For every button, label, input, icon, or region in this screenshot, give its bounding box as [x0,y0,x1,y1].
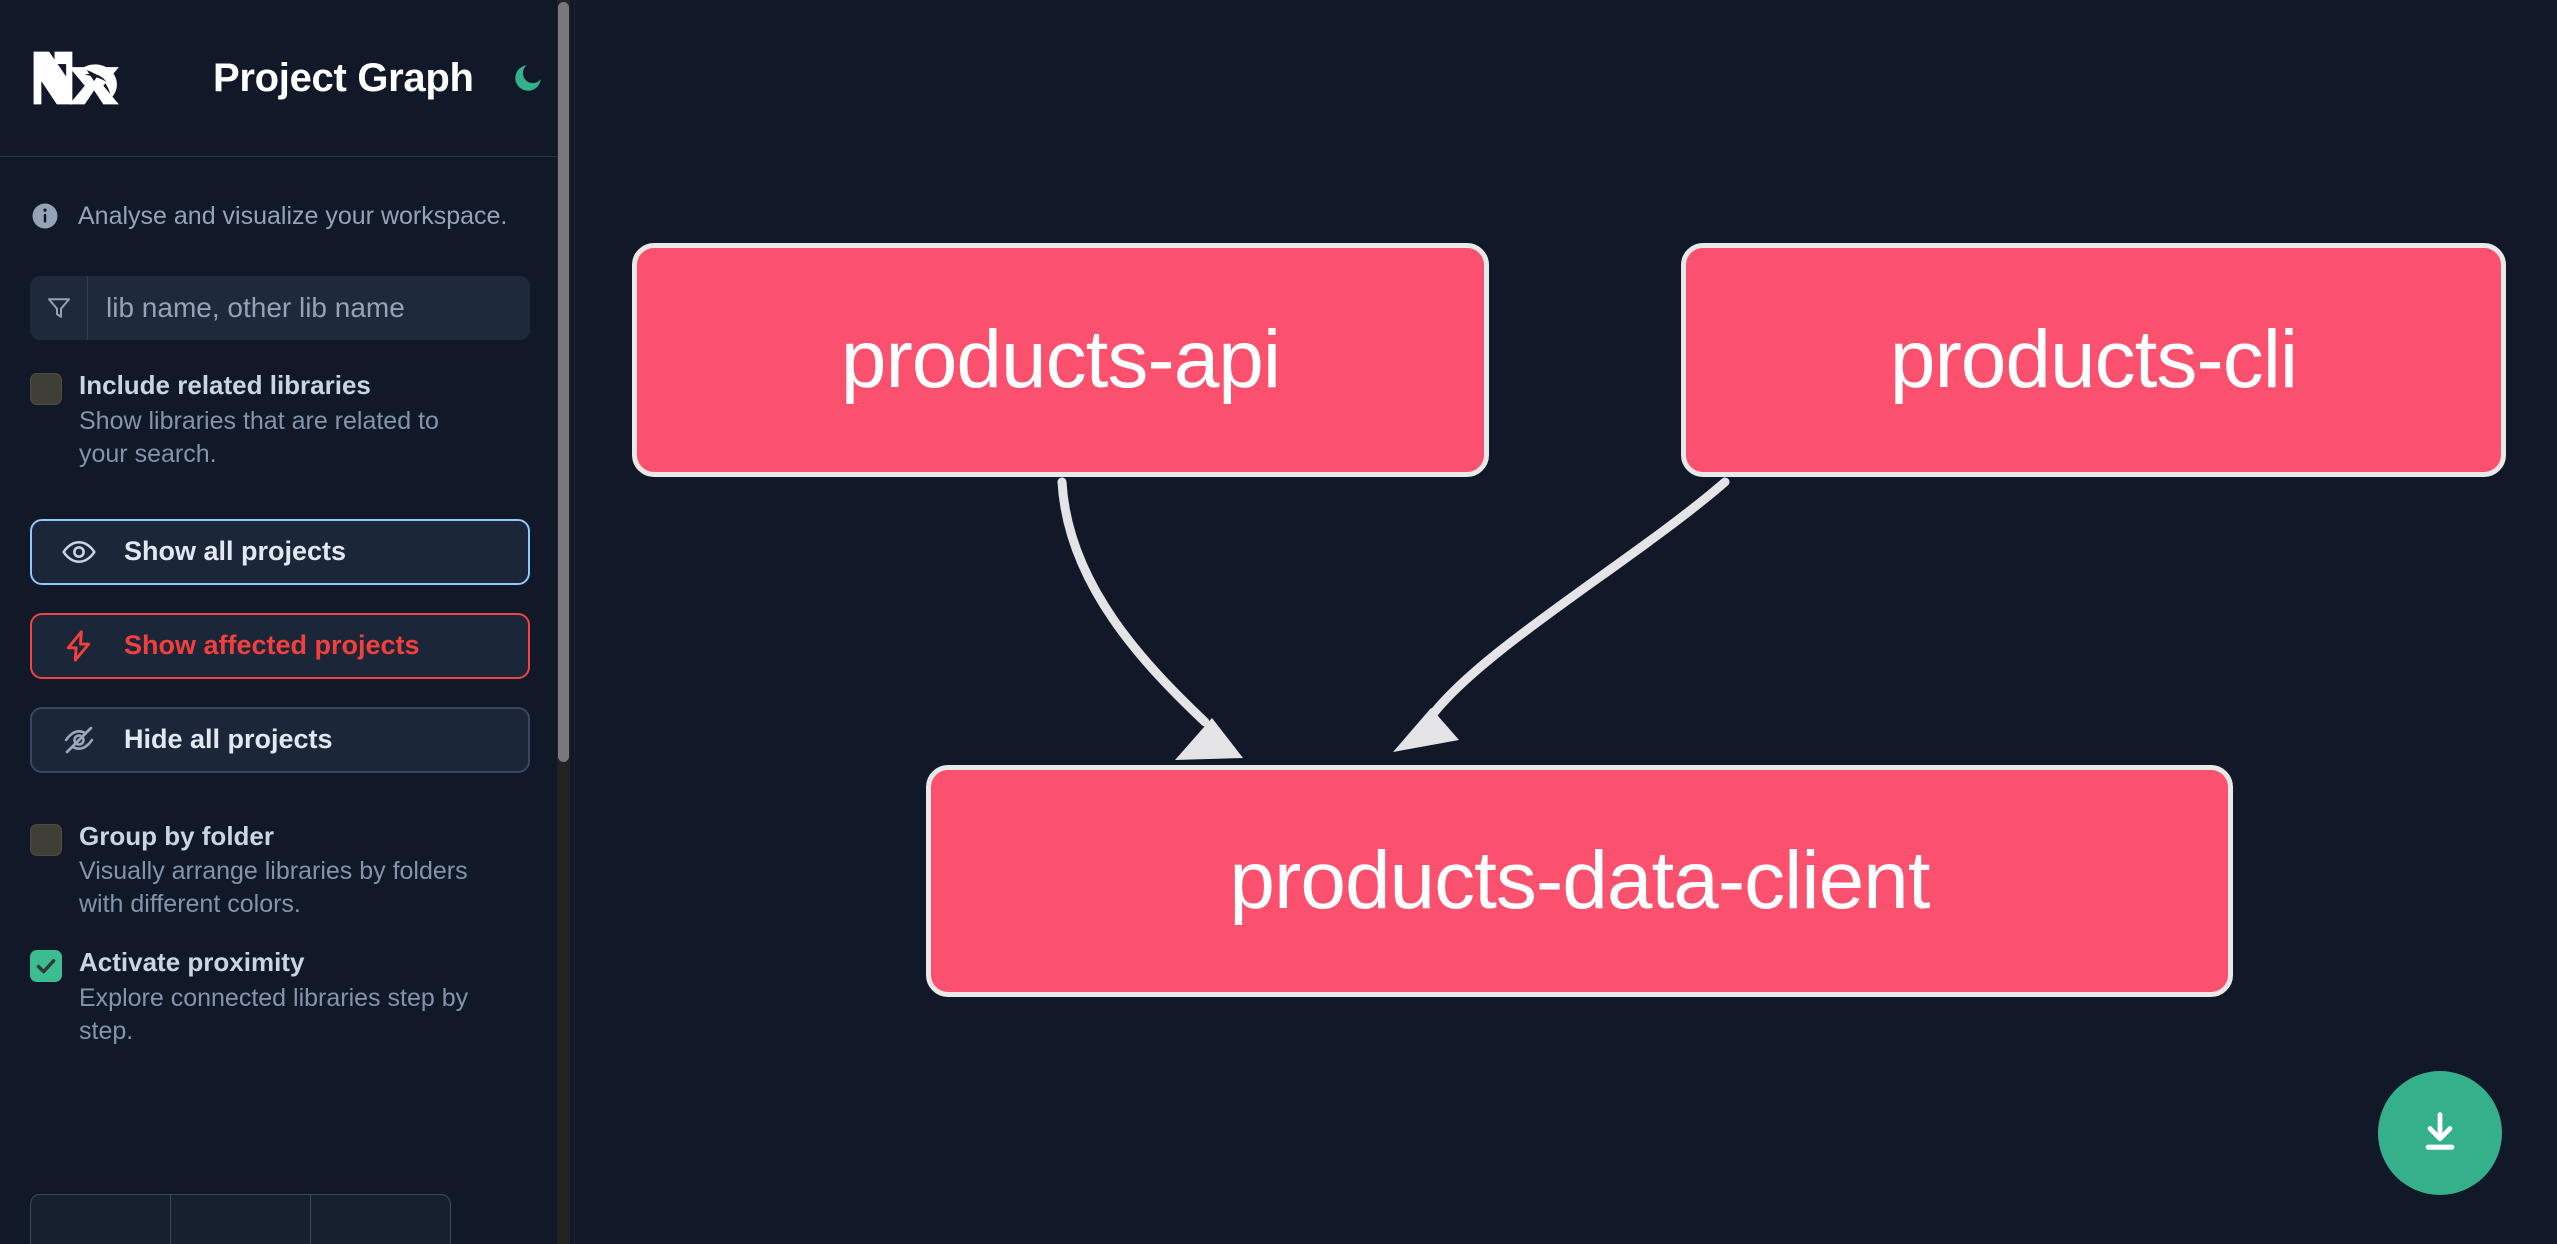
sidebar-scrollbar[interactable] [557,0,570,1244]
show-all-projects-button[interactable]: Show all projects [30,518,530,585]
hide-all-projects-button[interactable]: Hide all projects [30,706,530,773]
activate-proximity-label: Activate proximity [79,947,305,978]
edge-products-api-to-products-data-client [1057,477,1210,727]
eye-icon [60,533,98,571]
show-all-projects-label: Show all projects [124,536,347,567]
info-icon [30,201,60,231]
proximity-step-segmented-control[interactable] [30,1194,451,1244]
sidebar-note: Analyse and visualize your workspace. [0,157,560,231]
arrowhead-products-api-edge [1175,718,1243,760]
include-related-libraries-label: Include related libraries [79,370,371,400]
download-graph-button[interactable] [2378,1071,2502,1195]
lightning-bolt-icon [60,627,98,665]
graph-node-products-data-client[interactable]: products-data-client [926,765,2233,997]
page-title: Project Graph [213,55,474,100]
segment-option-3[interactable] [311,1195,450,1244]
group-by-folder-label: Group by folder [79,820,274,851]
activate-proximity-checkbox[interactable] [30,950,62,983]
nx-logo-icon [30,47,124,109]
graph-canvas[interactable]: products-api products-cli products-data-… [575,0,2557,1244]
hide-all-projects-label: Hide all projects [124,724,333,755]
sidebar-scroll-area: Project Graph Analyse and visualize your… [0,0,560,1244]
sidebar-header: Project Graph [0,0,560,157]
option-include-related-libraries[interactable]: Include related libraries Show libraries… [0,370,560,471]
graph-node-products-api-label: products-api [840,314,1281,405]
edge-products-cli-to-products-data-client [1425,477,1730,723]
group-by-folder-checkbox[interactable] [30,823,62,856]
group-by-folder-desc: Visually arrange libraries by folders wi… [79,857,468,919]
arrowhead-products-cli-edge [1393,708,1459,752]
download-icon [2414,1106,2466,1161]
show-affected-projects-label: Show affected projects [124,630,420,661]
graph-node-products-cli-label: products-cli [1889,314,2298,405]
show-affected-projects-button[interactable]: Show affected projects [30,612,530,679]
option-group-by-folder[interactable]: Group by folder Visually arrange librari… [0,821,560,922]
search-box[interactable] [30,276,530,340]
sidebar-scrollbar-thumb[interactable] [558,2,569,762]
include-related-libraries-desc: Show libraries that are related to your … [79,406,439,468]
sidebar-note-text: Analyse and visualize your workspace. [78,201,508,230]
filter-funnel-icon[interactable] [30,276,88,340]
search-input[interactable] [88,276,530,340]
graph-node-products-cli[interactable]: products-cli [1681,243,2506,477]
segment-option-1[interactable] [31,1195,171,1244]
include-related-libraries-checkbox[interactable] [30,373,62,405]
eye-slash-icon [60,721,98,759]
graph-node-products-data-client-label: products-data-client [1229,835,1930,926]
option-activate-proximity[interactable]: Activate proximity Explore connected lib… [0,947,560,1048]
graph-node-products-api[interactable]: products-api [632,243,1489,477]
sidebar: Project Graph Analyse and visualize your… [0,0,575,1244]
graph-edges [1057,477,1730,760]
moon-icon[interactable] [506,56,550,100]
segment-option-2[interactable] [171,1195,311,1244]
activate-proximity-desc: Explore connected libraries step by step… [79,984,469,1046]
